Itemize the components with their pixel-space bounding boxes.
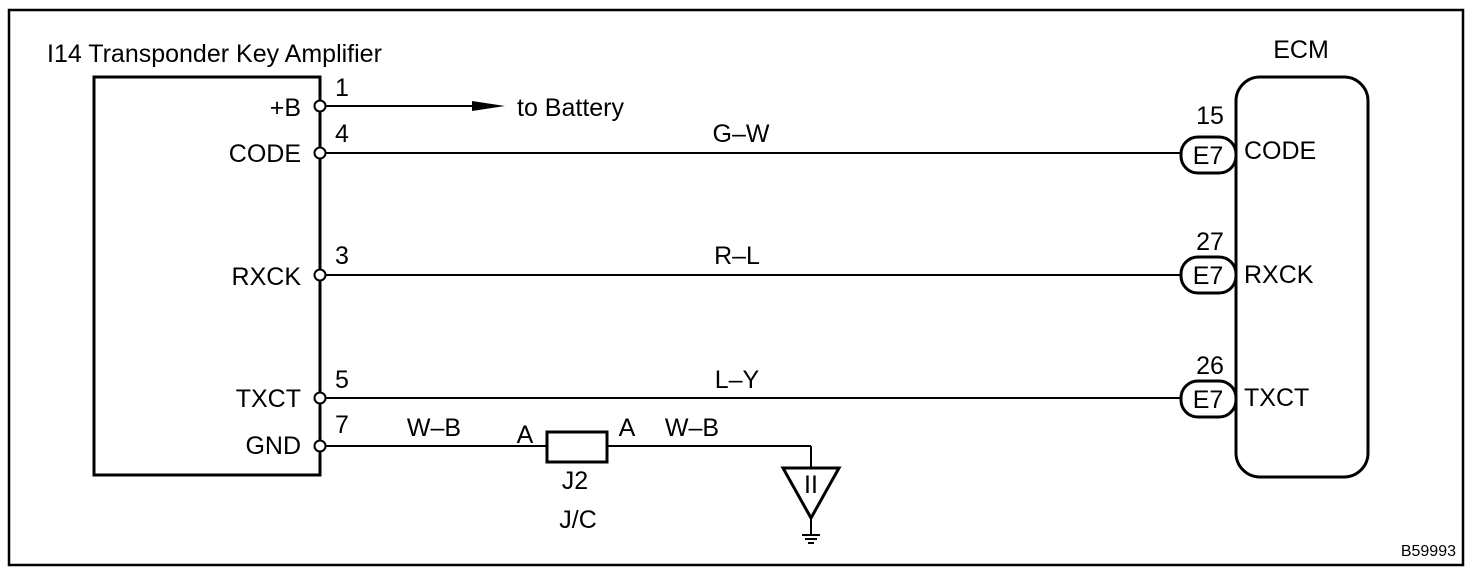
- ecm-terminal-name-txct: TXCT: [1244, 384, 1309, 412]
- figure-code: B59993: [1401, 543, 1456, 560]
- pin-name-rxck: RXCK: [232, 263, 302, 291]
- wire-color-gw: G–W: [713, 120, 770, 148]
- ecm-terminal-name-rxck: RXCK: [1244, 261, 1314, 289]
- junction-pin-left: A: [517, 421, 534, 449]
- battery-label: to Battery: [517, 94, 624, 122]
- connector-e7-code: [1179, 135, 1238, 175]
- terminal-circle-7: [313, 439, 327, 453]
- ground-symbol-label: II: [804, 471, 818, 499]
- battery-arrow-icon: [472, 101, 505, 111]
- ecm-title: ECM: [1273, 36, 1329, 64]
- connector-e7-txct: [1179, 379, 1238, 419]
- junction-j2: [545, 430, 609, 464]
- pin-number-3: 3: [335, 242, 349, 270]
- terminal-circle-3: [313, 268, 327, 282]
- wire-color-ly: L–Y: [715, 366, 760, 394]
- connector-e7-rxck-label: E7: [1193, 262, 1224, 290]
- ecm-terminal-number-15: 15: [1196, 102, 1224, 130]
- pin-number-5: 5: [335, 366, 349, 394]
- ground-wire-color-right: W–B: [665, 414, 719, 442]
- pin-number-4: 4: [335, 120, 349, 148]
- terminal-circle-4: [313, 146, 327, 160]
- pin-number-1: 1: [335, 74, 349, 102]
- diagram-frame: [7, 8, 1465, 567]
- pin-name-code: CODE: [229, 140, 301, 168]
- connector-e7-code-label: E7: [1193, 142, 1224, 170]
- connector-e7-rxck: [1179, 255, 1238, 295]
- ecm-terminal-number-26: 26: [1196, 352, 1224, 380]
- ecm-terminal-name-code: CODE: [1244, 137, 1316, 165]
- junction-pin-right: A: [619, 414, 636, 442]
- terminal-circle-5: [313, 391, 327, 405]
- ground-triangle-icon: [780, 466, 842, 522]
- pin-name-txct: TXCT: [236, 385, 301, 413]
- wire-color-rl: R–L: [714, 242, 760, 270]
- pin-name-gnd: GND: [245, 432, 301, 460]
- amplifier-title: I14 Transponder Key Amplifier: [47, 40, 382, 68]
- ecm-terminal-number-27: 27: [1196, 228, 1224, 256]
- junction-label: J2: [562, 467, 588, 495]
- connector-e7-txct-label: E7: [1193, 386, 1224, 414]
- terminal-circle-1: [313, 99, 327, 113]
- pin-number-7: 7: [335, 411, 349, 439]
- ground-wire-color-left: W–B: [407, 414, 461, 442]
- junction-block-label: J/C: [559, 506, 597, 534]
- pin-name-b: +B: [270, 94, 301, 122]
